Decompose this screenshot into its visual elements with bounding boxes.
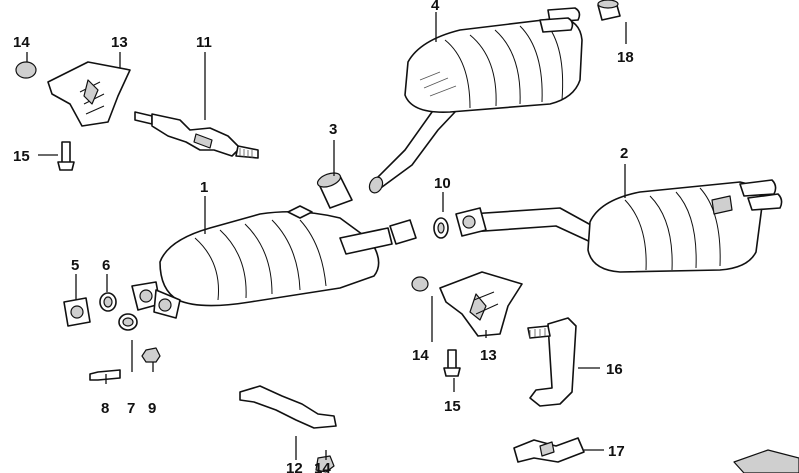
label-7: 7	[127, 400, 135, 417]
leader-lines	[26, 12, 627, 460]
label-17: 17	[608, 443, 625, 460]
hanger-assembly-right	[411, 271, 523, 377]
bolt-8	[89, 369, 121, 381]
label-6: 6	[102, 257, 110, 274]
label-14-top: 14	[13, 34, 30, 51]
label-13-mid: 13	[480, 347, 497, 364]
nut-9	[141, 347, 161, 363]
pipe-sleeve-3	[316, 172, 353, 209]
hanger-assembly-top-left	[15, 61, 131, 171]
gasket-ring-10	[433, 217, 449, 239]
label-11: 11	[196, 34, 212, 51]
label-2: 2	[620, 145, 628, 162]
label-12: 12	[286, 460, 303, 473]
label-8: 8	[101, 400, 109, 417]
seal-ring-7	[118, 313, 138, 331]
rear-silencer-4	[368, 7, 583, 194]
part-labels: 14 13 11 4 18 15 3 2 10 1 5 6 14 13 16 1…	[13, 0, 634, 473]
label-16: 16	[606, 361, 623, 378]
label-4: 4	[431, 0, 440, 14]
label-1: 1	[200, 179, 208, 196]
flange-5	[63, 297, 91, 327]
label-5: 5	[71, 257, 79, 274]
connecting-pipe	[389, 207, 601, 245]
corner-tab	[733, 449, 799, 473]
label-15-mid: 15	[444, 398, 461, 415]
label-15-top: 15	[13, 148, 30, 165]
label-13-top: 13	[111, 34, 128, 51]
label-14-mid: 14	[412, 347, 429, 364]
rear-silencer-2	[587, 179, 783, 273]
bracket-12	[239, 385, 337, 473]
clamp-17	[513, 437, 585, 463]
label-18: 18	[617, 49, 634, 66]
label-3: 3	[329, 121, 337, 138]
label-14-bottom: 14	[314, 460, 331, 473]
label-9: 9	[148, 400, 156, 417]
tail-sleeve-18	[597, 0, 621, 21]
front-silencer-1	[131, 205, 393, 319]
bracket-11	[134, 111, 259, 159]
label-10: 10	[434, 175, 451, 192]
seal-ring-6	[99, 292, 117, 312]
bracket-16	[527, 317, 577, 407]
